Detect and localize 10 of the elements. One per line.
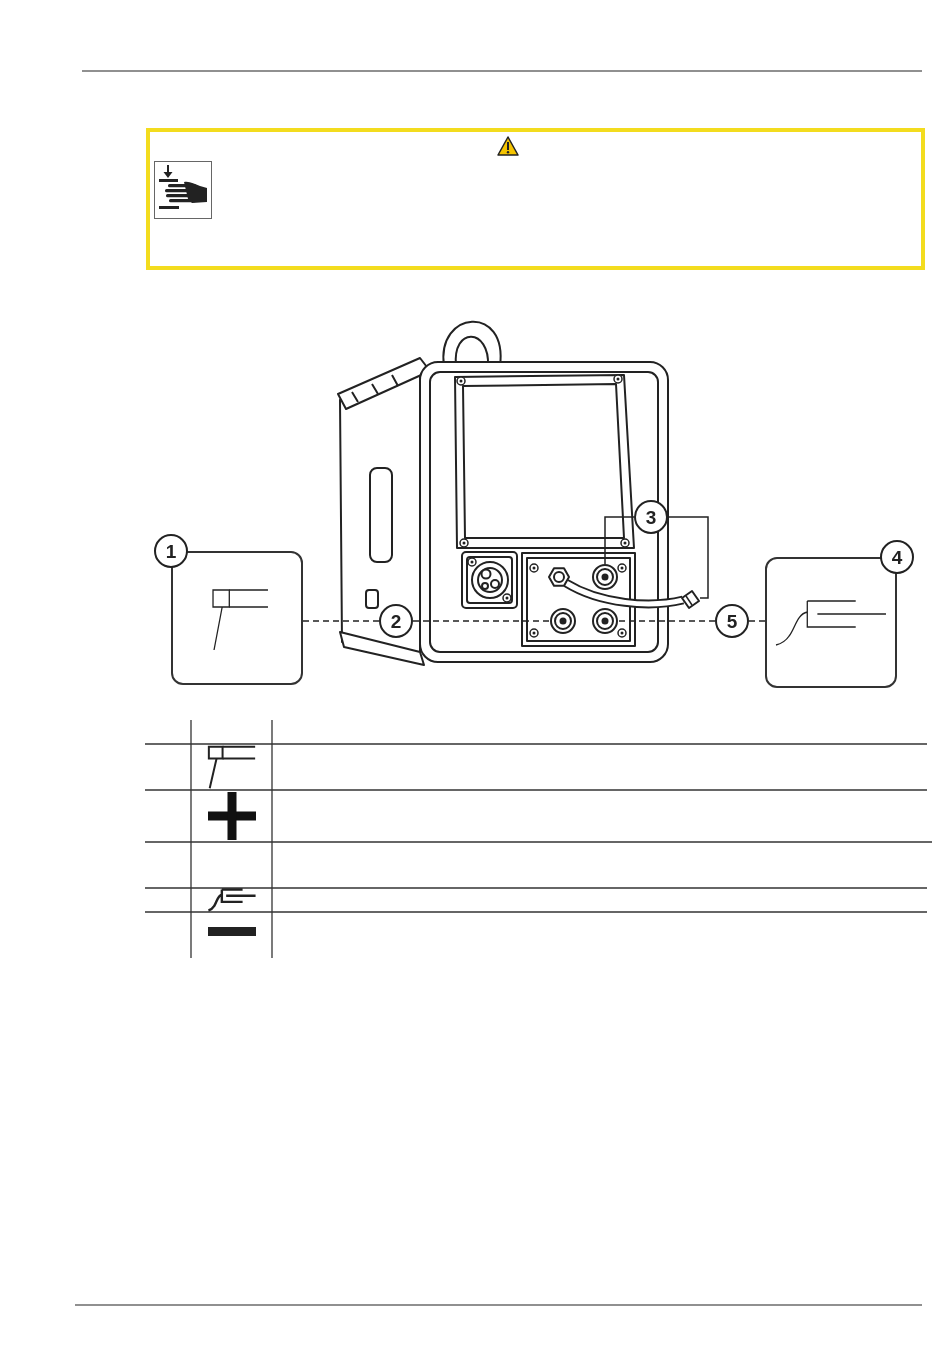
- callout-number: 4: [880, 540, 914, 574]
- dashed-line: [617, 620, 716, 622]
- hose: [548, 567, 700, 609]
- leader-line: [604, 516, 635, 565]
- dashed-line: [412, 620, 551, 622]
- callout-number: 5: [715, 604, 749, 638]
- leader-line: [667, 516, 709, 599]
- callout-number: 1: [154, 534, 188, 568]
- dashed-line: [748, 620, 766, 622]
- central-connector: [471, 561, 509, 599]
